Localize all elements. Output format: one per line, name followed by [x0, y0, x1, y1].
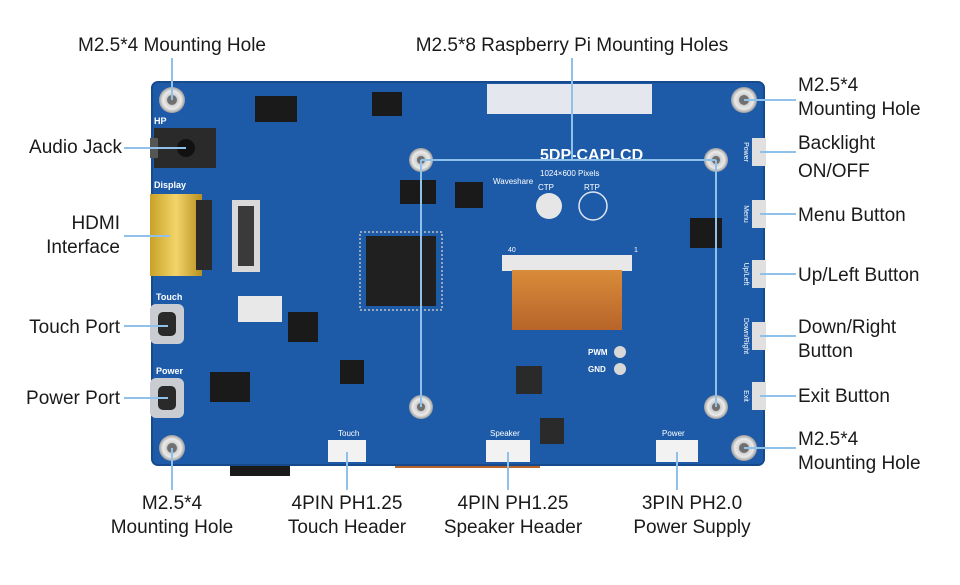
- speaker-header: [486, 440, 530, 462]
- board-btn-exit: Exit: [742, 390, 749, 402]
- label-mount-br-2: Mounting Hole: [798, 453, 921, 474]
- label-down-right-1: Down/Right: [798, 317, 897, 338]
- up-left-button: [752, 260, 766, 288]
- ic-mid: [400, 180, 436, 204]
- power-button: [752, 138, 766, 166]
- exit-button: [752, 382, 766, 410]
- label-mount-tl: M2.5*4 Mounting Hole: [78, 35, 266, 56]
- board-model: 5DP-CAPLCD: [540, 147, 643, 164]
- board-text-touch: Touch: [156, 292, 182, 302]
- label-touch-port: Touch Port: [29, 317, 120, 338]
- touch-fpc-connector: [238, 296, 282, 322]
- label-hdmi-2: Interface: [46, 237, 120, 258]
- board-btn-down: Down/Right: [742, 318, 749, 354]
- touch-header: [328, 440, 366, 462]
- board-text-display: Display: [154, 180, 186, 190]
- power-header: [656, 440, 698, 462]
- label-mount-bl-1: M2.5*4: [141, 493, 203, 514]
- label-mount-tr-1: M2.5*4: [798, 75, 859, 96]
- label-power-supply-1: 3PIN PH2.0: [641, 493, 743, 514]
- ic-left2: [340, 360, 364, 384]
- touch-usbc-port: [150, 304, 184, 344]
- ic-mid2: [455, 182, 483, 208]
- main-ic: [366, 236, 436, 306]
- board-pwm: PWM: [588, 348, 608, 357]
- label-touch-header-2: Touch Header: [287, 517, 407, 538]
- ic-right: [690, 218, 722, 248]
- board-gnd: GND: [588, 365, 606, 374]
- display-flex-cable: [512, 270, 622, 330]
- callout-lines: [124, 58, 796, 490]
- label-speaker-header-1: 4PIN PH1.25: [457, 493, 569, 514]
- label-power-port: Power Port: [26, 388, 120, 409]
- label-down-right-2: Button: [798, 341, 853, 362]
- board-text-power: Power: [156, 366, 184, 376]
- board-text-hp: HP: [154, 116, 167, 126]
- ic-top: [255, 96, 297, 122]
- label-backlight-1: Backlight: [798, 133, 876, 154]
- board-pin1: 1: [634, 247, 638, 254]
- board-power-conn: Power: [662, 429, 685, 438]
- board-brand: Waveshare: [493, 177, 534, 186]
- board-rtp: RTP: [584, 183, 600, 192]
- label-rpi-holes: M2.5*8 Raspberry Pi Mounting Holes: [415, 35, 729, 56]
- menu-button: [752, 200, 766, 228]
- board-btn-power: Power: [742, 142, 749, 163]
- down-right-button: [752, 322, 766, 350]
- label-backlight-2: ON/OFF: [798, 161, 870, 182]
- label-audio-jack: Audio Jack: [29, 137, 122, 158]
- label-mount-bl-2: Mounting Hole: [110, 517, 234, 538]
- ctp-circle: [536, 193, 562, 219]
- board-pin40: 40: [508, 247, 516, 254]
- board-btn-up: Up/Left: [742, 263, 749, 286]
- label-up-left: Up/Left Button: [798, 265, 920, 286]
- label-hdmi-1: HDMI: [71, 213, 120, 234]
- board-ctp: CTP: [538, 183, 554, 192]
- ic-left: [288, 312, 318, 342]
- label-touch-header-1: 4PIN PH1.25: [291, 493, 403, 514]
- ic-top2: [372, 92, 402, 116]
- inductor-1: [516, 366, 542, 394]
- board-cutout: [487, 84, 652, 114]
- label-mount-br-1: M2.5*4: [798, 429, 859, 450]
- pcb-board: [152, 82, 764, 465]
- rtp-circle: [578, 191, 608, 221]
- pwm-pad: [614, 346, 626, 358]
- label-speaker-header-2: Speaker Header: [443, 517, 583, 538]
- board-btn-menu: Menu: [742, 205, 749, 223]
- gnd-pad: [614, 363, 626, 375]
- board-resolution: 1024×600 Pixels: [540, 169, 599, 178]
- board-touch-conn: Touch: [338, 429, 359, 438]
- board-speaker: Speaker: [490, 429, 520, 438]
- display-fpc-connector: [502, 255, 632, 271]
- label-menu: Menu Button: [798, 205, 906, 226]
- label-power-supply-2: Power Supply: [633, 517, 751, 538]
- label-exit: Exit Button: [798, 386, 890, 407]
- ic-lower-left: [210, 372, 250, 402]
- label-mount-tr-2: Mounting Hole: [798, 99, 921, 120]
- inductor-2: [540, 418, 564, 444]
